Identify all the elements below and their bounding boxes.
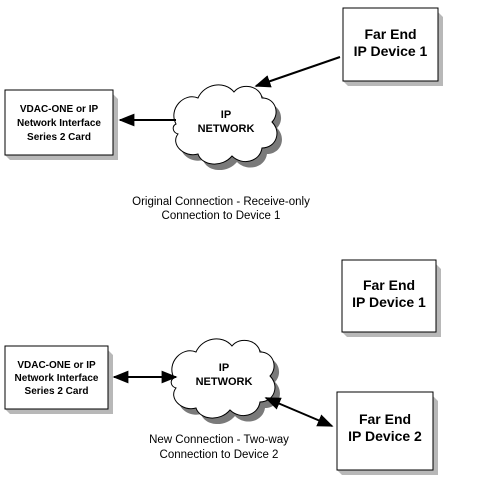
- cloud-label-network: NETWORK: [198, 123, 255, 135]
- ip-network-cloud: IP NETWORK: [170, 338, 280, 425]
- device-title: Far End: [359, 411, 411, 427]
- far-end-device-1-box: Far End IP Device 1: [342, 7, 443, 86]
- card-line-1: VDAC-ONE or IP: [17, 360, 96, 371]
- cloud-label-ip: IP: [221, 109, 231, 121]
- device-name: IP Device 1: [352, 294, 426, 310]
- card-line-3: Series 2 Card: [27, 132, 91, 143]
- card-line-2: Network Interface: [15, 373, 99, 384]
- far-end-device-1-box: Far End IP Device 1: [341, 259, 441, 337]
- caption-line-2: Connection to Device 1: [162, 210, 281, 222]
- cloud-label-ip: IP: [219, 362, 229, 374]
- device-title: Far End: [364, 26, 416, 42]
- far-end-device-2-box: Far End IP Device 2: [336, 391, 438, 475]
- ip-network-cloud: IP NETWORK: [172, 84, 282, 171]
- caption-line-1: New Connection - Two-way: [149, 434, 289, 446]
- network-interface-card-box: VDAC-ONE or IP Network Interface Series …: [4, 345, 113, 414]
- cloud-label-network: NETWORK: [196, 376, 253, 388]
- card-line-2: Network Interface: [17, 118, 101, 129]
- network-interface-card-box: VDAC-ONE or IP Network Interface Series …: [4, 89, 118, 160]
- arrow-device1-to-network: [254, 56, 341, 88]
- arrow-network-device2-two-way: [264, 397, 334, 427]
- device-name: IP Device 2: [348, 428, 422, 444]
- device-title: Far End: [363, 277, 415, 293]
- caption-line-1: Original Connection - Receive-only: [132, 196, 310, 208]
- device-name: IP Device 1: [354, 43, 428, 59]
- bottom-diagram: Far End IP Device 1 Far End IP Device 2 …: [4, 259, 441, 475]
- card-line-1: VDAC-ONE or IP: [20, 104, 99, 115]
- top-diagram: Far End IP Device 1 VDAC-ONE or IP Netwo…: [4, 7, 443, 222]
- card-line-3: Series 2 Card: [25, 386, 89, 397]
- caption-line-2: Connection to Device 2: [160, 449, 279, 461]
